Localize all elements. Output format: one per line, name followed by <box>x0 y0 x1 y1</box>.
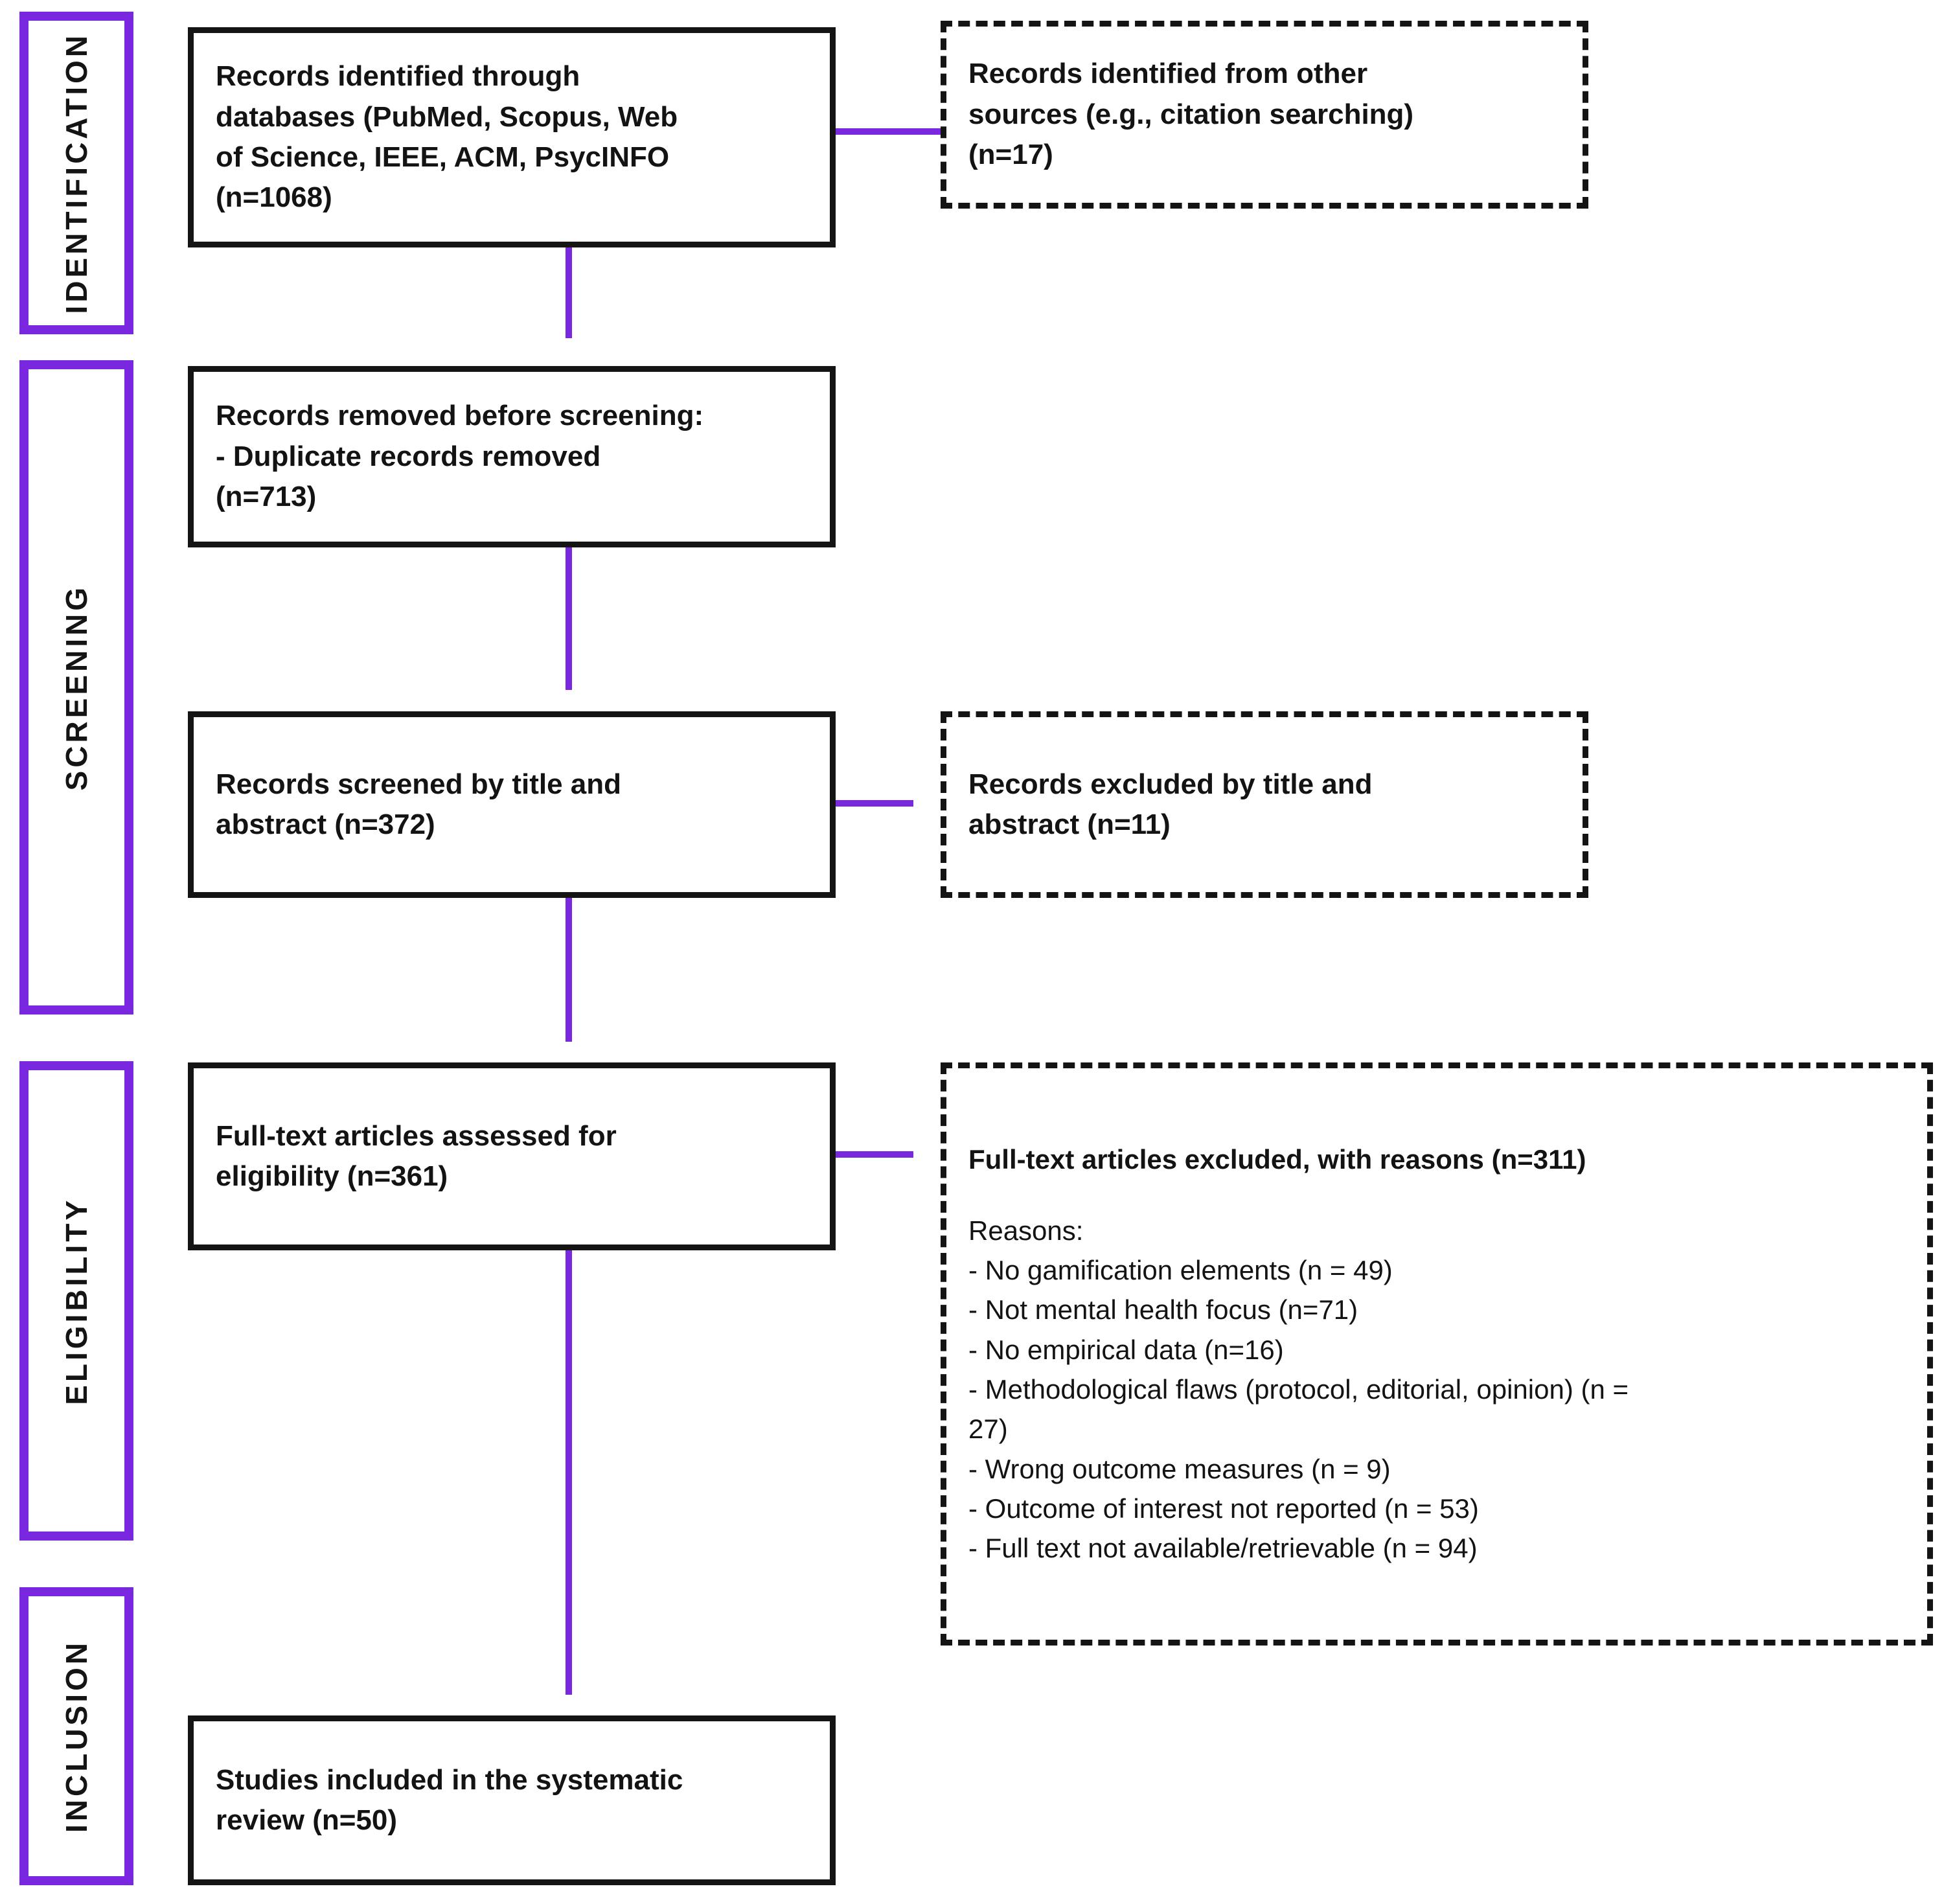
box-records-screened-title-abstract: Records screened by title and abstract (… <box>188 711 836 898</box>
reason-item: - Full text not available/retrievable (n… <box>968 1533 1478 1564</box>
box-line: Records identified from other <box>968 58 1368 90</box>
box-fulltext-assessed-eligibility: Full-text articles assessed for eligibil… <box>188 1062 836 1250</box>
reason-item: - Wrong outcome measures (n = 9) <box>968 1453 1391 1484</box>
box-records-identified-databases: Records identified through databases (Pu… <box>188 27 836 247</box>
box-count: eligibility (n=361) <box>216 1160 448 1192</box>
box-count: abstract (n=11) <box>968 809 1171 840</box>
box-line: of Science, IEEE, ACM, PsycINFO <box>216 141 670 173</box>
excluded-reasons-title: Full-text articles excluded, with reason… <box>968 1144 1586 1175</box>
reason-item: - No empirical data (n=16) <box>968 1334 1284 1365</box>
box-line: Records excluded by title and <box>968 768 1373 800</box>
connector-fulltext-to-excluded-reasons <box>836 1151 913 1158</box>
stage-bar-screening: SCREENING <box>19 360 133 1015</box>
reason-item: - Methodological flaws (protocol, editor… <box>968 1374 1629 1445</box>
box-count: (n=17) <box>968 139 1053 171</box>
stage-bar-identification: IDENTIFICATION <box>19 12 133 334</box>
connector-identified-db-to-removed <box>566 247 572 338</box>
box-count: (n=1068) <box>216 181 332 214</box>
box-line: - Duplicate records removed <box>216 440 601 472</box>
connector-screened-to-excluded <box>836 800 913 807</box>
excluded-reasons-heading: Reasons: <box>968 1215 1084 1246</box>
box-count: (n=713) <box>216 481 317 513</box>
connector-screened-to-fulltext <box>566 898 572 1042</box>
stage-label-inclusion: INCLUSION <box>60 1640 93 1833</box>
box-line: Records removed before screening: <box>216 400 704 432</box>
stage-label-screening: SCREENING <box>60 584 93 791</box>
connector-identified-db-to-other-sources <box>836 128 943 135</box>
stage-bar-eligibility: ELIGIBILITY <box>19 1061 133 1541</box>
stage-label-identification: IDENTIFICATION <box>60 32 93 314</box>
box-line: Records identified through <box>216 60 580 93</box>
box-line: sources (e.g., citation searching) <box>968 98 1414 130</box>
box-records-identified-other-sources: Records identified from other sources (e… <box>941 21 1588 209</box>
box-records-removed-before-screening: Records removed before screening: - Dupl… <box>188 366 836 547</box>
box-studies-included-systematic-review: Studies included in the systematic revie… <box>188 1715 836 1885</box>
box-records-excluded-title-abstract: Records excluded by title and abstract (… <box>941 711 1588 898</box>
box-fulltext-excluded-with-reasons: Full-text articles excluded, with reason… <box>941 1062 1933 1646</box>
box-count: review (n=50) <box>216 1804 398 1836</box>
reason-item: - No gamification elements (n = 49) <box>968 1255 1393 1286</box>
box-line: databases (PubMed, Scopus, Web <box>216 100 678 133</box>
reason-item: - Outcome of interest not reported (n = … <box>968 1493 1479 1524</box>
stage-bar-inclusion: INCLUSION <box>19 1587 133 1885</box>
connector-removed-to-screened <box>566 547 572 690</box>
box-line: Records screened by title and <box>216 768 621 800</box>
box-line: Studies included in the systematic <box>216 1763 683 1796</box>
connector-fulltext-to-included <box>566 1250 572 1695</box>
box-line: Full-text articles assessed for <box>216 1119 617 1152</box>
stage-label-eligibility: ELIGIBILITY <box>60 1197 93 1405</box>
reason-item: - Not mental health focus (n=71) <box>968 1294 1358 1325</box>
box-count: abstract (n=372) <box>216 809 435 840</box>
